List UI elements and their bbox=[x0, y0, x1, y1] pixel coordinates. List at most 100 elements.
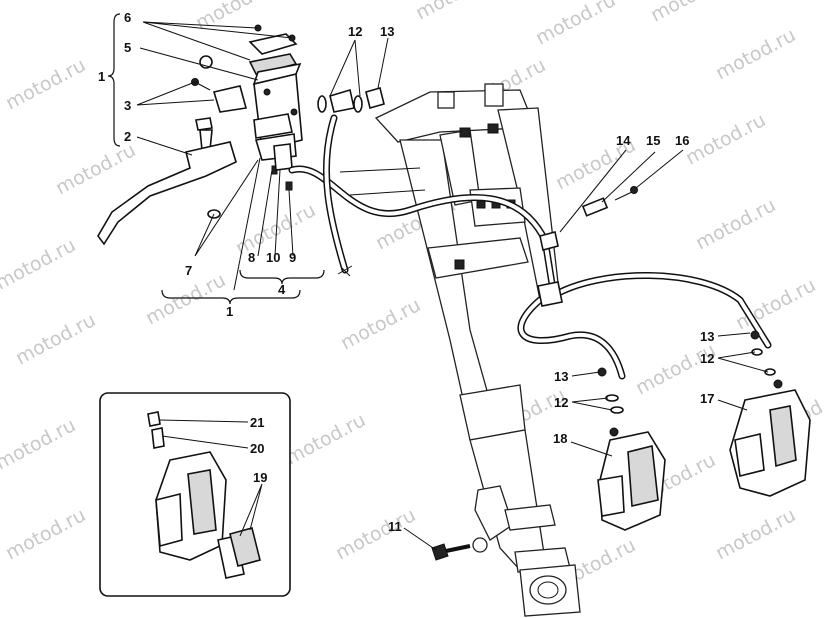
stop-switch-screw bbox=[285, 181, 293, 191]
callout-17: 17 bbox=[700, 391, 714, 406]
brake-pad bbox=[229, 527, 261, 567]
callout-labels: 6 5 1 3 2 7 8 10 9 4 1 12 13 14 15 16 13… bbox=[98, 10, 714, 534]
body-screw bbox=[263, 88, 271, 96]
clip-screw-shank bbox=[614, 191, 633, 201]
callout-13-right: 13 bbox=[700, 329, 714, 344]
leader-12-top bbox=[329, 39, 361, 97]
leader-3 bbox=[136, 81, 215, 106]
callout-7: 7 bbox=[185, 263, 192, 278]
clamp-screw-shank bbox=[194, 81, 211, 91]
axle-bore bbox=[529, 575, 567, 605]
reservoir-top bbox=[252, 62, 302, 86]
banjo-union bbox=[329, 88, 355, 113]
watermark: motod.ru bbox=[2, 504, 89, 564]
callout-20: 20 bbox=[250, 441, 264, 456]
callout-15: 15 bbox=[646, 133, 660, 148]
watermark: motod.ru bbox=[712, 24, 799, 84]
brake-lever bbox=[97, 141, 237, 246]
axle-clamp-upper bbox=[504, 504, 556, 531]
watermark: motod.ru bbox=[192, 0, 279, 34]
callout-13-top: 13 bbox=[380, 24, 394, 39]
leader-13-top bbox=[377, 37, 389, 89]
leader-21 bbox=[159, 419, 249, 423]
leader-1b bbox=[233, 157, 261, 291]
leader-20 bbox=[161, 435, 249, 449]
callout-8: 8 bbox=[248, 250, 255, 265]
leader-12-left bbox=[571, 397, 613, 411]
leader-11 bbox=[403, 527, 437, 551]
group-4-bracket bbox=[239, 269, 325, 285]
bolt-shank bbox=[445, 544, 471, 553]
watermark: motod.ru bbox=[682, 109, 769, 169]
callout-18: 18 bbox=[553, 431, 567, 446]
callout-3: 3 bbox=[124, 98, 131, 113]
leader-13-right bbox=[717, 332, 751, 337]
copper-washer bbox=[353, 95, 363, 113]
washer bbox=[610, 406, 624, 414]
fork-tube-left bbox=[399, 139, 499, 431]
master-cylinder-assembly bbox=[97, 24, 303, 246]
watermark: motod.ru bbox=[52, 139, 139, 199]
caliper-left bbox=[597, 367, 666, 531]
watermark: motod.ru bbox=[532, 0, 619, 49]
caliper-mounting-bolt bbox=[431, 543, 471, 561]
caliper-piston-housing bbox=[597, 475, 625, 517]
lever-pivot-block bbox=[253, 113, 293, 139]
callout-14: 14 bbox=[616, 133, 631, 148]
callout-5: 5 bbox=[124, 40, 131, 55]
watermark: motod.ru bbox=[337, 294, 424, 354]
callout-6: 6 bbox=[124, 10, 131, 25]
leader-15 bbox=[601, 151, 656, 203]
watermark: motod.ru bbox=[0, 234, 79, 294]
leader-5 bbox=[139, 47, 259, 81]
lever-pivot-pin bbox=[195, 117, 213, 131]
leader-2 bbox=[136, 136, 193, 156]
clamp-bolt-boss bbox=[437, 91, 455, 109]
bolt-head bbox=[454, 259, 465, 270]
caliper-piston-housing bbox=[734, 433, 765, 477]
callout-1-bottom: 1 bbox=[226, 304, 233, 319]
watermark: motod.ru bbox=[0, 414, 79, 474]
watermark: motod.ru bbox=[692, 194, 779, 254]
bleed-valve bbox=[151, 427, 165, 449]
switch-bracket bbox=[273, 143, 293, 171]
callout-2: 2 bbox=[124, 129, 131, 144]
right-caliper-hose-core bbox=[551, 273, 770, 347]
reservoir-hose-core bbox=[324, 116, 347, 272]
bleed-cap bbox=[147, 411, 161, 427]
clip-screw bbox=[630, 186, 638, 194]
leader-13-left bbox=[571, 371, 601, 377]
callout-21: 21 bbox=[250, 415, 264, 430]
watermark: motod.ru bbox=[142, 269, 229, 329]
mount-hole bbox=[472, 537, 488, 553]
bolt-head bbox=[459, 127, 471, 138]
hose-tie bbox=[337, 265, 353, 277]
leader-7 bbox=[194, 159, 259, 257]
bolt-head bbox=[487, 123, 499, 134]
watermark: motod.ru bbox=[712, 504, 799, 564]
leader-6 bbox=[142, 21, 293, 61]
axle-bore-inner bbox=[537, 581, 559, 599]
callout-11: 11 bbox=[388, 519, 402, 534]
leader-18 bbox=[570, 441, 613, 457]
lower-triple-clamp bbox=[427, 237, 529, 279]
leader-12-right bbox=[717, 351, 769, 373]
callout-12-top: 12 bbox=[348, 24, 362, 39]
bleed-screw bbox=[750, 330, 760, 340]
leader-16 bbox=[635, 149, 684, 189]
callout-1-bracket: 1 bbox=[98, 69, 105, 84]
leader-9 bbox=[288, 189, 294, 257]
callout-19: 19 bbox=[253, 470, 267, 485]
caliper-right bbox=[729, 330, 811, 497]
banjo-nut bbox=[773, 379, 783, 389]
callout-4: 4 bbox=[278, 282, 286, 297]
brake-hoses bbox=[288, 114, 772, 380]
left-caliper-hose-core bbox=[519, 298, 624, 378]
group-1-bracket bbox=[107, 13, 121, 147]
inset-caliper-detail bbox=[99, 392, 291, 597]
caliper-window bbox=[187, 469, 217, 535]
clamp-bolt-boss bbox=[484, 83, 504, 107]
bolt-head bbox=[431, 543, 449, 561]
